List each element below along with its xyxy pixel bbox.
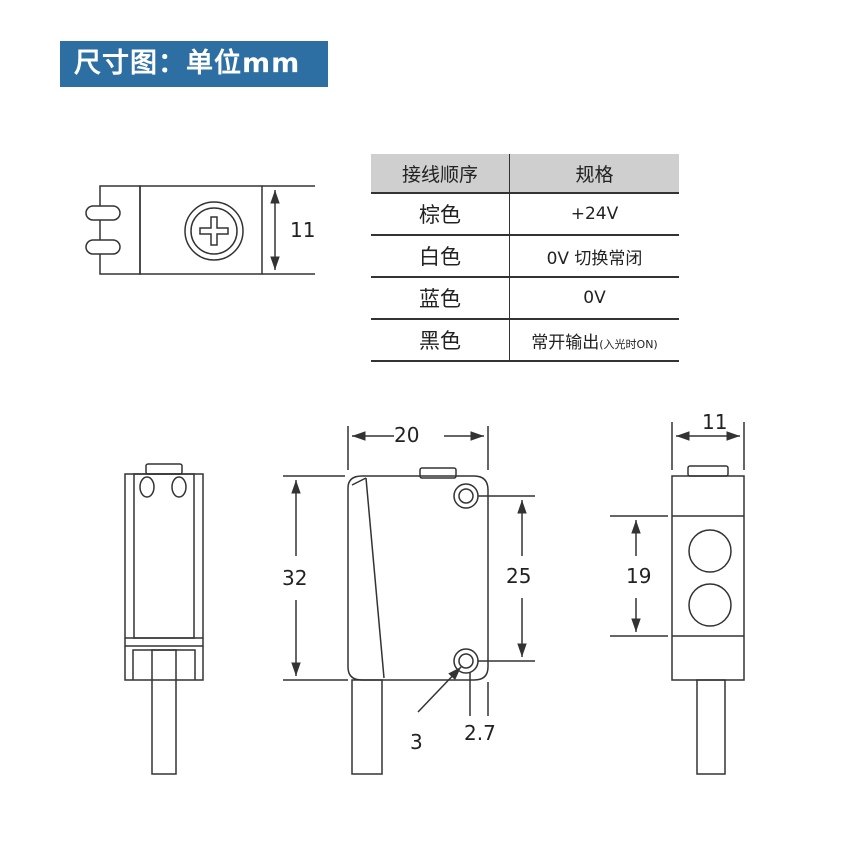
wire-color: 棕色	[371, 193, 510, 236]
cable-gland	[132, 649, 196, 680]
table-row: 蓝色 0V	[371, 277, 679, 320]
top-connector	[687, 465, 729, 477]
mounting-hole-inner	[458, 488, 474, 504]
emitter-lens	[688, 529, 732, 573]
wire-color: 白色	[371, 235, 510, 278]
side-body	[671, 475, 745, 681]
top-view-wire-slot	[85, 205, 121, 221]
wire-spec-text: 常开输出	[531, 332, 600, 353]
wire-spec-text: 0V 切换常闭	[546, 248, 643, 269]
adjust-screw-icon	[184, 201, 244, 261]
left-side-view	[124, 463, 204, 775]
dim-side-width: 11	[702, 410, 727, 434]
front-body-bevel	[365, 477, 385, 679]
cable	[351, 679, 383, 775]
dim-hole-pitch: 25	[506, 564, 531, 588]
front-view	[283, 426, 535, 775]
leader-line	[417, 666, 462, 713]
top-view	[85, 185, 315, 275]
cable	[151, 649, 177, 775]
top-connector	[419, 467, 457, 479]
wire-spec: +24V	[509, 193, 679, 236]
header-spec: 规格	[509, 154, 679, 194]
top-view-wire-slot	[85, 239, 121, 255]
page-title: 尺寸图：单位mm	[60, 41, 328, 87]
dim-top-height: 11	[290, 218, 315, 242]
table-row: 白色 0V 切换常闭	[371, 235, 679, 278]
front-body-bevel	[351, 477, 367, 486]
table-header-row: 接线顺序 规格	[371, 154, 679, 194]
dim-hole-diameter: 3	[410, 730, 423, 754]
side-body-inner	[133, 473, 195, 639]
wiring-table: 接线顺序 规格 棕色 +24V 白色 0V 切换常闭 蓝色 0V 黑色 常开输出…	[371, 154, 679, 362]
side-body	[124, 473, 204, 681]
top-connector	[145, 463, 183, 475]
top-view-body	[139, 185, 263, 275]
wire-spec-text: +24V	[570, 204, 619, 224]
wire-color: 蓝色	[371, 277, 510, 320]
wire-spec-note: (入光时ON)	[599, 337, 658, 351]
phillips-cross-icon	[199, 216, 229, 246]
top-hole	[171, 476, 187, 498]
mounting-hole-inner	[458, 653, 474, 669]
receiver-lens	[688, 583, 732, 627]
top-hole	[139, 476, 155, 498]
wire-spec: 常开输出(入光时ON)	[509, 319, 679, 362]
dim-front-width: 20	[394, 423, 419, 447]
table-row: 棕色 +24V	[371, 193, 679, 236]
cable	[696, 679, 726, 775]
top-view-cable-block	[99, 185, 141, 275]
mounting-hole	[453, 483, 479, 509]
adjust-screw-inner	[190, 207, 238, 255]
wire-spec: 0V	[509, 277, 679, 320]
table-row: 黑色 常开输出(入光时ON)	[371, 319, 679, 362]
wire-spec: 0V 切换常闭	[509, 235, 679, 278]
dim-front-height: 32	[282, 566, 307, 590]
dim-lens-pitch: 19	[626, 564, 651, 588]
dim-hole-offset: 2.7	[464, 721, 496, 745]
wire-spec-text: 0V	[583, 288, 606, 308]
header-wiring-order: 接线顺序	[371, 154, 510, 194]
front-body	[347, 475, 489, 681]
wire-color: 黑色	[371, 319, 510, 362]
right-side-view	[610, 422, 745, 775]
mounting-hole	[453, 648, 479, 674]
